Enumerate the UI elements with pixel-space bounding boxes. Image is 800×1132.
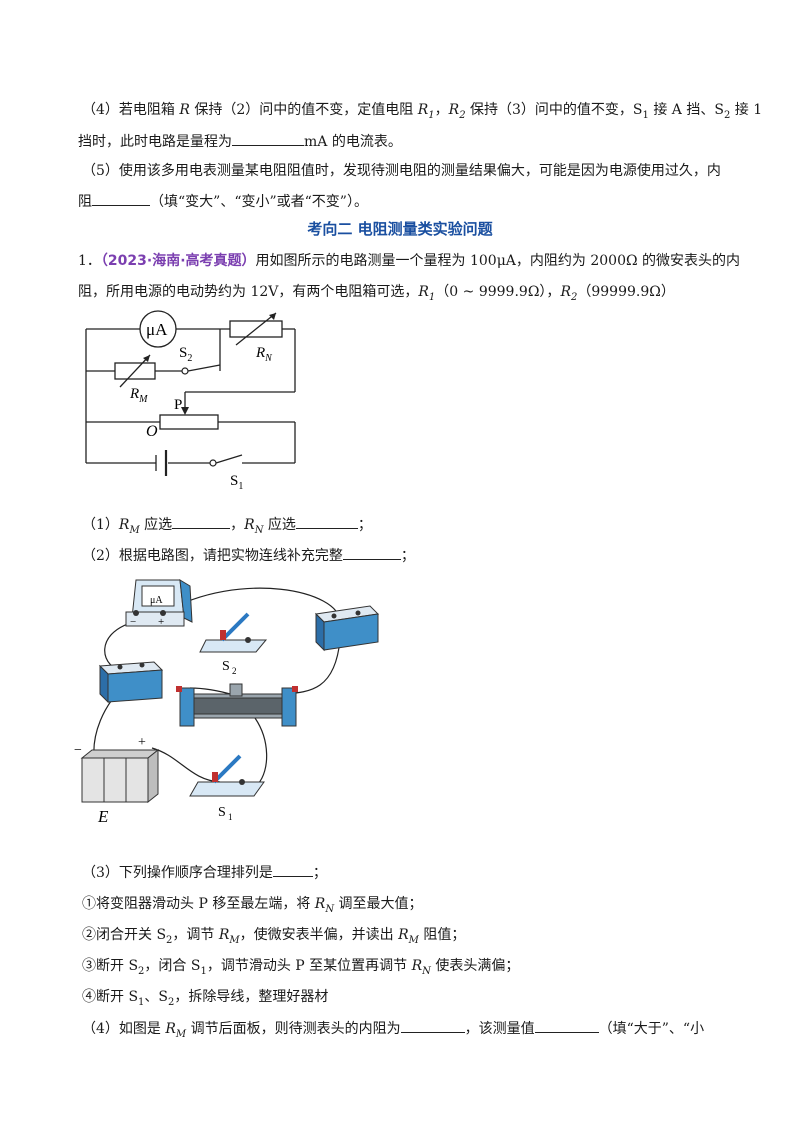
svg-text:E: E [97,807,109,826]
q4-line-1: （4）若电阻箱 R 保持（2）问中的值不变，定值电阻 R1，R2 保持（3）问中… [82,102,763,121]
sub2-line: （2）根据电路图，请把实物连线补充完整； [82,545,732,566]
answer-blank[interactable] [272,862,313,877]
q5-line-1: （5）使用该多用电表测量某电阻阻值时，发现待测电阻的测量结果偏大，可能是因为电源… [82,163,721,179]
sub4-line: （4）如图是 RM 调节后面板，则待测表头的内阻为，该测量值（填“大于”、“小 [82,1018,732,1045]
circuit-diagram: μA S2 RN RM P O S1 [85,310,296,492]
option-3: ③断开 S2，闭合 S1，调节滑动头 P 至某位置再调节 RN 使表头满偏； [82,958,520,977]
resistance-box-right [314,605,380,652]
svg-text:1: 1 [228,812,233,822]
answer-blank[interactable] [400,1018,465,1033]
section-heading: 考向二 电阻测量类实验问题 [307,220,493,238]
svg-text:+: + [138,735,146,750]
switch-s1: S 1 [189,754,265,822]
microammeter-device: μA − + [125,579,193,628]
source-tag: （2023·海南·高考真题） [100,253,256,269]
s2-label: S2 [179,345,192,364]
slider-p-label: P [174,397,182,413]
svg-text:μA: μA [150,595,163,606]
svg-text:S: S [218,805,226,820]
sub3-line: （3）下列操作顺序合理排列是； [82,862,732,883]
svg-text:+: + [158,616,164,628]
svg-text:S: S [222,659,230,674]
rm-label: RM [129,386,148,405]
svg-text:−: − [130,616,136,628]
option-2: ②闭合开关 S2，调节 RM，使微安表半偏，并读出 RM 阻值； [82,927,466,946]
apparatus-diagram: μA − + S 2 − [74,579,380,826]
svg-text:−: − [74,743,82,758]
battery-e: − + E [74,735,160,826]
answer-blank[interactable] [534,1018,599,1033]
switch-s2: S 2 [199,612,268,676]
sliding-rheostat [176,683,298,727]
answer-blank[interactable] [92,191,150,206]
option-1: ①将变阻器滑动头 P 移至最左端，将 RN 调至最大值； [82,896,423,915]
rn-label: RN [255,345,273,364]
problem-1-line-1: 1．（2023·海南·高考真题）用如图所示的电路测量一个量程为 100μA，内阻… [78,253,741,269]
q5-line-2: 阻（填“变大”、“变小”或者“不变”）。 [78,191,728,212]
option-4: ④断开 S1、S2，拆除导线，整理好器材 [82,989,329,1008]
microammeter-label: μA [146,320,168,339]
answer-blank[interactable] [172,514,231,529]
point-o-label: O [146,423,158,440]
answer-blank[interactable] [295,514,358,529]
s1-label: S1 [230,473,243,492]
answer-blank[interactable] [342,545,401,560]
resistance-box-left [98,661,164,704]
sub1-line: （1）RM 应选，RN 应选； [82,514,732,541]
svg-text:2: 2 [232,666,237,676]
problem-1-line-2: 阻，所用电源的电动势约为 12V，有两个电阻箱可选，R1（0 ~ 9999.9Ω… [78,284,675,303]
answer-blank[interactable] [232,131,304,146]
